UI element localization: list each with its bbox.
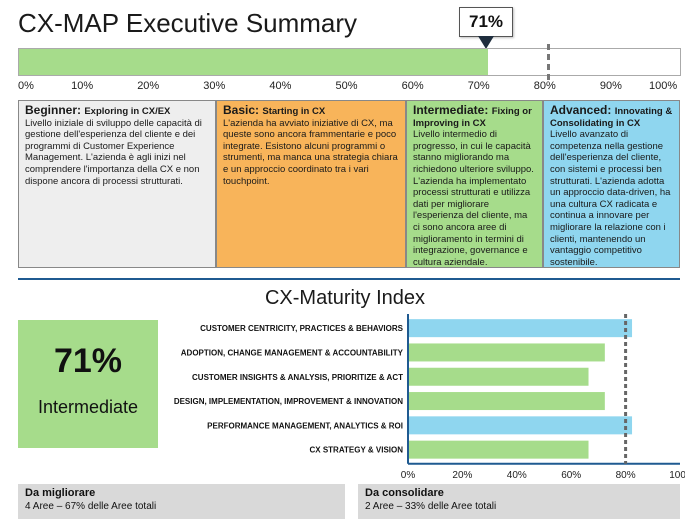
stage-subtitle: Fixing or Improving in CX [413,106,532,129]
stage-heading: Advanced: Innovating & Consolidating in … [550,103,673,129]
stage-name: Beginner: [25,103,85,117]
maturity-score-box: 71% Intermediate [18,320,158,448]
stage-description: Livello intermedio di progresso, in cui … [413,129,534,268]
x-tick-label: 20% [452,470,472,478]
progress-tick-label: 80% [533,80,556,92]
stage-description: L'azienda ha avviato iniziative di CX, m… [223,117,398,187]
progress-tick-label: 10% [71,80,94,92]
improve-summary: Da migliorare 4 Aree – 67% delle Aree to… [18,484,345,519]
improve-title: Da migliorare [25,487,96,499]
stage-subtitle: Starting in CX [262,106,326,117]
progress-target-line [546,44,550,80]
callout-pointer-icon [478,36,494,49]
consolidate-subtitle: 2 Aree – 33% delle Aree totali [365,501,497,512]
x-tick-label: 0% [401,470,416,478]
progress-tick-label: 30% [203,80,226,92]
category-label: CUSTOMER CENTRICITY, PRACTICES & BEHAVIO… [200,324,403,333]
stage-heading: Beginner: Exploring in CX/EX [25,103,209,118]
category-label: DESIGN, IMPLEMENTATION, IMPROVEMENT & IN… [174,397,403,406]
maturity-level: Intermediate [37,397,139,417]
bar [409,416,633,435]
progress-bar [18,44,681,80]
x-tick-label: 100% [669,470,685,478]
stage-name: Advanced: [550,103,615,117]
category-label: CX STRATEGY & VISION [310,446,404,455]
category-label: CUSTOMER INSIGHTS & ANALYSIS, PRIORITIZE… [192,373,403,382]
progress-fill [19,49,489,75]
section-divider [18,278,680,280]
maturity-score: 71% [53,342,123,380]
chart-title: CX-Maturity Index [264,287,426,309]
stage-subtitle: Innovating & Consolidating in CX [550,106,673,129]
x-tick-label: 80% [616,470,636,478]
stage-heading: Intermediate: Fixing or Improving in CX [413,103,536,129]
stage-subtitle: Exploring in CX/EX [84,106,171,117]
progress-tick-label: 90% [599,80,622,92]
x-tick-label: 60% [561,470,581,478]
bar [409,440,589,459]
improve-subtitle: 4 Aree – 67% delle Aree totali [25,501,157,512]
consolidate-title: Da consolidare [365,487,444,499]
x-tick-label: 40% [507,470,527,478]
stage-description: Livello avanzato di competenza nella ges… [550,129,671,268]
bar [409,319,633,338]
bar [409,367,589,386]
progress-tick-label: 40% [269,80,292,92]
stage-name: Basic: [223,103,263,117]
progress-tick-label: 50% [335,80,358,92]
bar [409,343,605,362]
stage-box: Advanced: Innovating & Consolidating in … [543,100,680,268]
bar [409,392,605,411]
progress-tick-label: 60% [401,80,424,92]
maturity-bar-chart: CUSTOMER CENTRICITY, PRACTICES & BEHAVIO… [174,314,685,478]
progress-tick-label: 20% [137,80,160,92]
category-label: ADOPTION, CHANGE MANAGEMENT & ACCOUNTABI… [181,348,404,357]
stage-heading: Basic: Starting in CX [223,103,399,118]
progress-tick-label: 0% [18,80,34,92]
stage-name: Intermediate: [413,103,492,117]
progress-tick-label: 70% [467,80,490,92]
consolidate-summary: Da consolidare 2 Aree – 33% delle Aree t… [358,484,680,519]
stage-description: Livello iniziale di sviluppo delle capac… [25,117,202,187]
progress-tick-label: 100% [649,80,678,92]
score-callout: 71% [459,7,513,37]
category-label: PERFORMANCE MANAGEMENT, ANALYTICS & ROI [207,421,403,430]
page-title: CX-MAP Executive Summary [18,8,358,38]
